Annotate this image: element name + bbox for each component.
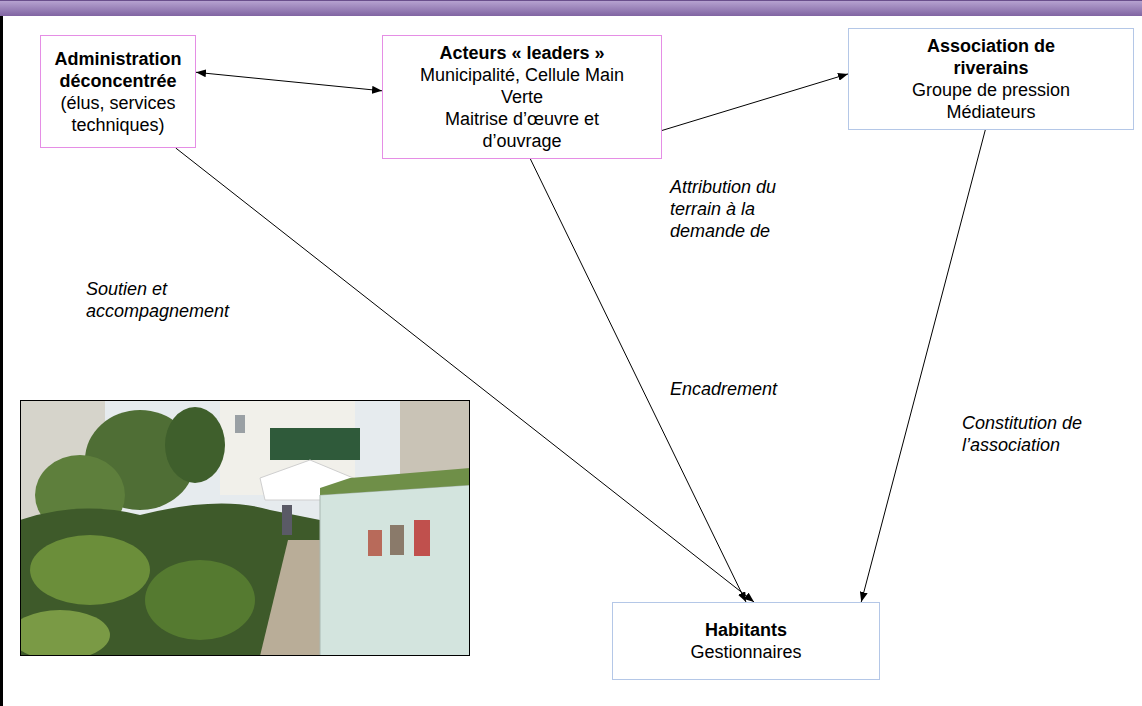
poster [368, 530, 382, 556]
node-title: Administration déconcentrée [49, 48, 187, 92]
connector-arrow [196, 72, 382, 91]
foliage [30, 535, 150, 605]
connector-arrow [662, 74, 848, 131]
person [282, 505, 292, 535]
node-text: Maitrise d’œuvre et d’ouvrage [407, 108, 637, 152]
node-title: Association de riverains [889, 35, 1093, 79]
photo-frame [21, 401, 470, 656]
path [260, 540, 320, 656]
association-box: Association de riverainsGroupe de pressi… [848, 28, 1134, 130]
foliage [20, 610, 110, 656]
edge-label: Attribution du terrain à la demande de [668, 176, 804, 242]
edge-label: Constitution de l’association [960, 412, 1124, 456]
header-bar [0, 0, 1142, 16]
tree [165, 407, 225, 483]
node-title: Acteurs « leaders » [439, 42, 604, 64]
connector-arrow [861, 130, 985, 602]
node-text: Municipalité, Cellule Main Verte [407, 64, 637, 108]
foliage [145, 560, 255, 640]
node-title: Habitants [705, 619, 787, 641]
edge-label: Encadrement [668, 378, 802, 400]
node-text: Gestionnaires [690, 641, 801, 663]
poster [390, 525, 404, 555]
trellis [270, 428, 360, 460]
shed [320, 485, 470, 656]
poster [414, 520, 430, 556]
window [235, 415, 245, 433]
admin-box: Administration déconcentrée(élus, servic… [40, 35, 196, 148]
residents-box: HabitantsGestionnaires [612, 602, 880, 680]
header-edge [0, 0, 1142, 1]
left-border [0, 16, 3, 706]
node-text: (élus, services techniques) [49, 92, 187, 136]
node-text: Médiateurs [946, 101, 1035, 123]
edge-label: Soutien et accompagnement [84, 278, 258, 322]
green-roof [320, 468, 470, 495]
garden-photo [20, 400, 470, 656]
leaders-box: Acteurs « leaders »Municipalité, Cellule… [382, 35, 662, 159]
node-text: Groupe de pression [912, 79, 1070, 101]
